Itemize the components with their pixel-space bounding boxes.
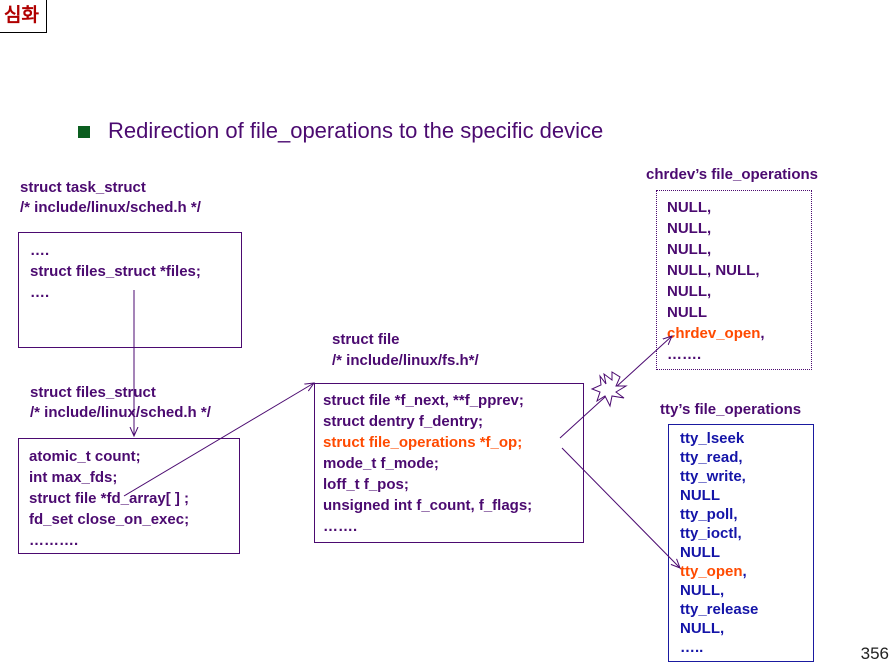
files-line: fd_set close_on_exec; (29, 511, 190, 528)
files-struct-title: struct files_struct (30, 384, 156, 401)
chrdev-line: NULL, (667, 220, 712, 237)
file-line-fop: struct file_operations *f_op; (323, 434, 523, 451)
files-struct-box (18, 438, 240, 554)
chrdev-box (656, 190, 812, 370)
files-line: atomic_t count; (29, 448, 141, 465)
tty-open-suffix: , (742, 563, 747, 580)
tty-line: tty_poll, (680, 506, 738, 523)
task-struct-box (18, 232, 242, 348)
file-struct-title: struct file (332, 331, 400, 348)
file-line: struct file *f_next, **f_pprev; (323, 392, 524, 409)
files-struct-path: /* include/linux/sched.h */ (30, 404, 211, 421)
chrdev-line: NULL (667, 304, 707, 321)
chrdev-open-suffix: , (760, 325, 765, 342)
chrdev-tail: ……. (667, 346, 702, 363)
tty-line: NULL (680, 544, 720, 561)
tty-line: NULL, (680, 620, 725, 637)
chrdev-line: NULL, (667, 241, 712, 258)
slide-heading: Redirection of file_operations to the sp… (108, 118, 604, 143)
task-struct-path: /* include/linux/sched.h */ (20, 199, 201, 216)
file-struct-box (314, 383, 584, 543)
chrdev-open: chrdev_open (667, 325, 761, 342)
files-line: ………. (29, 532, 79, 549)
files-line: int max_fds; (29, 469, 118, 486)
chrdev-title: chrdev’s file_operations (646, 166, 819, 183)
files-line: struct file *fd_array[ ] ; (29, 490, 190, 507)
chrdev-line: NULL, (667, 199, 712, 216)
fd-array-arrow (123, 383, 314, 497)
tty-open-line: tty_open, (680, 562, 747, 581)
chrdev-line: NULL, (667, 283, 712, 300)
chrdev-open-line: chrdev_open, (667, 323, 765, 344)
tty-line: tty_read, (680, 449, 743, 466)
tty-line: tty_ioctl, (680, 525, 742, 542)
file-struct-path: /* include/linux/fs.h*/ (332, 352, 479, 369)
file-line: mode_t f_mode; (323, 455, 439, 472)
page-number: 356 (860, 644, 889, 663)
file-line: ……. (323, 518, 358, 535)
chrdev-line: NULL, NULL, (667, 262, 760, 279)
tty-line: NULL, (680, 582, 725, 599)
tty-line: tty_write, (680, 468, 746, 485)
tty-title: tty’s file_operations (660, 401, 802, 418)
task-struct-title: struct task_struct (20, 179, 146, 196)
task-line: …. (30, 242, 50, 259)
task-line: …. (30, 284, 50, 301)
file-line: loff_t f_pos; (323, 476, 409, 493)
tty-box (668, 424, 814, 662)
tty-line: NULL (680, 487, 720, 504)
tty-line: tty_lseek (680, 430, 745, 447)
task-line: struct files_struct *files; (30, 263, 201, 280)
section-tag: 심화 (0, 0, 47, 33)
tty-line: tty_release (680, 601, 759, 618)
file-line: unsigned int f_count, f_flags; (323, 497, 533, 514)
fop-to-tty-arrow (561, 447, 680, 568)
break-burst-icon (590, 371, 628, 408)
tty-line: ….. (680, 639, 704, 656)
file-line: struct dentry f_dentry; (323, 413, 484, 430)
bullet-square-icon (78, 126, 90, 138)
tty-open: tty_open (680, 563, 743, 580)
